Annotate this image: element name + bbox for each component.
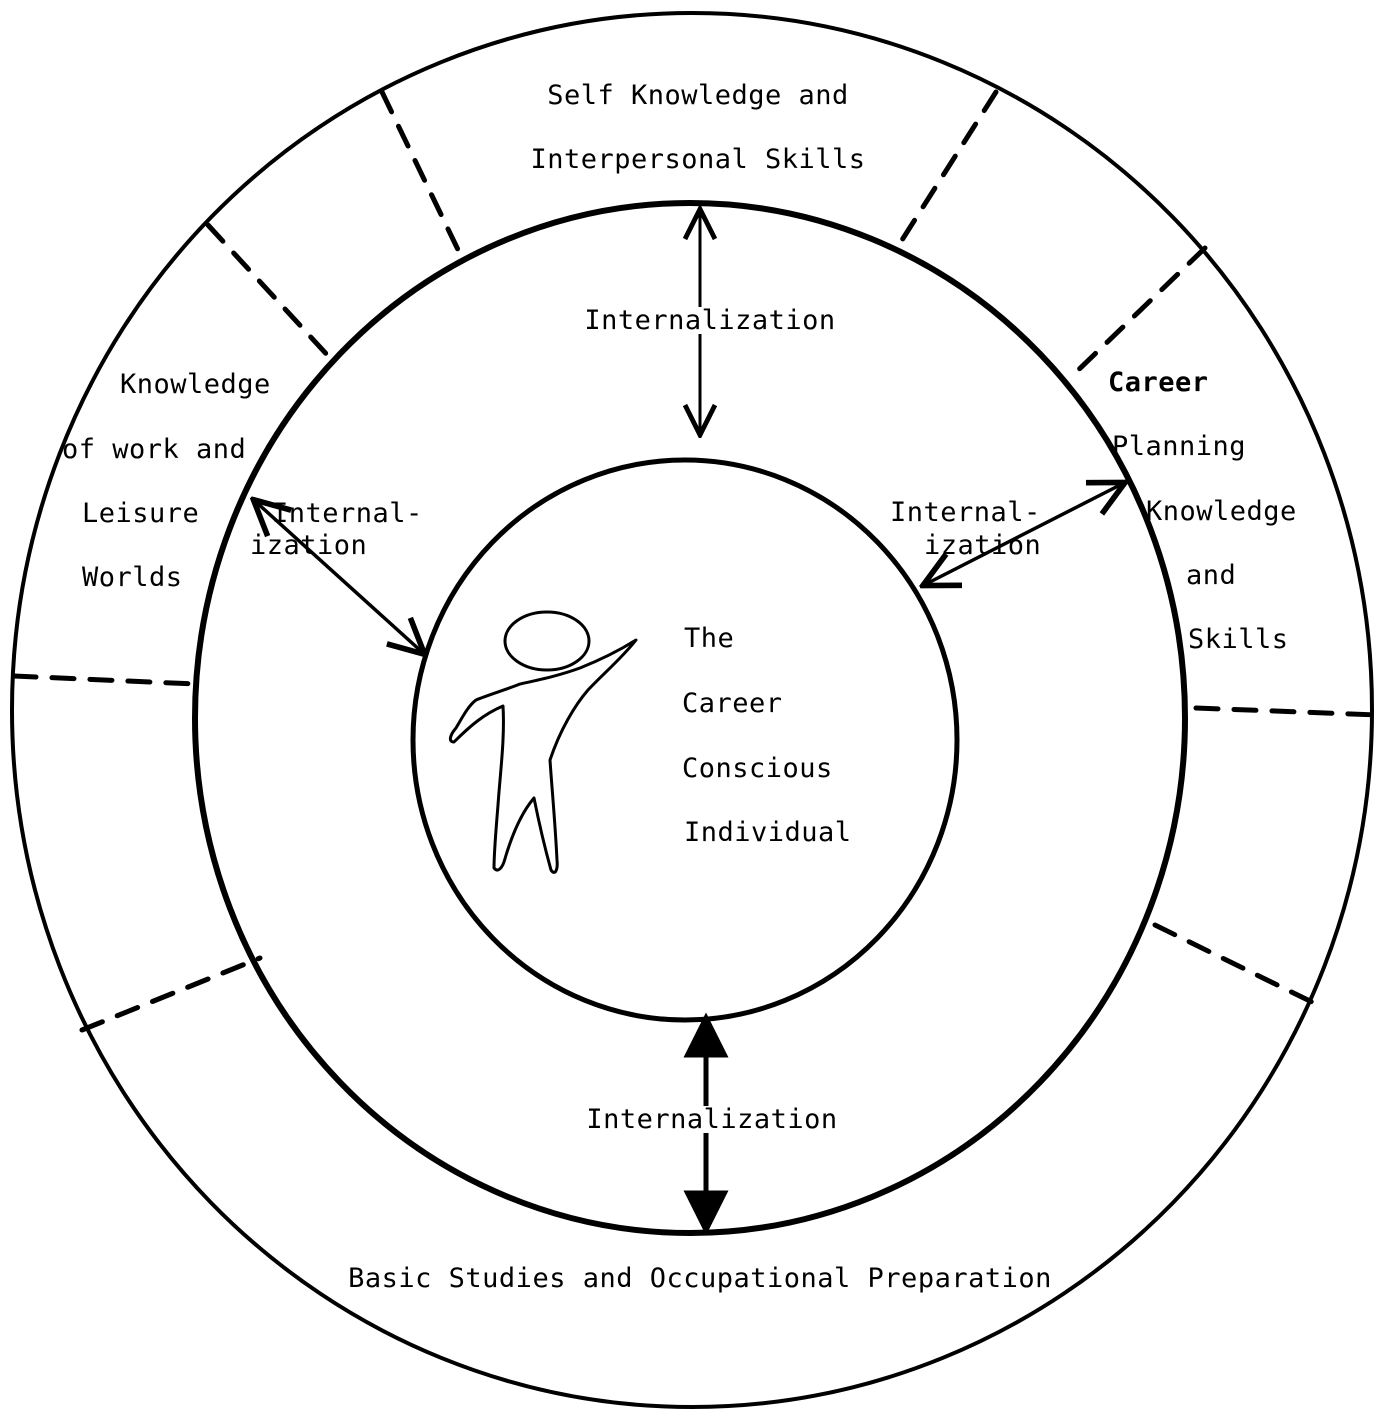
right-arrow-label-line1: Internal- bbox=[890, 497, 1041, 528]
top-segment-line2: Interpersonal Skills bbox=[530, 144, 866, 175]
left-arrow-label-line1: Internal- bbox=[272, 498, 423, 529]
left-segment-line1: Knowledge bbox=[120, 369, 271, 400]
top-segment-line1: Self Knowledge and bbox=[547, 80, 849, 111]
center-line3: Conscious bbox=[682, 753, 833, 784]
right-segment-line5: Skills bbox=[1188, 624, 1289, 655]
segment-dividers bbox=[11, 89, 1381, 1033]
left-segment-line2: of work and bbox=[62, 434, 247, 465]
outer-ring bbox=[10, 11, 1374, 1409]
center-line4: Individual bbox=[684, 817, 852, 848]
left-arrow-label-line2: ization bbox=[250, 530, 368, 561]
center-line1: The bbox=[684, 623, 735, 654]
left-segment-line3: Leisure bbox=[82, 498, 200, 529]
bottom-segment-line1: Basic Studies and Occupational Preparati… bbox=[348, 1263, 1052, 1294]
top-arrow-label: Internalization bbox=[584, 305, 836, 336]
left-arrow bbox=[256, 502, 422, 652]
person-figure bbox=[448, 610, 638, 874]
left-segment-line4: Worlds bbox=[82, 562, 183, 593]
center-line2: Career bbox=[682, 688, 783, 719]
inner-circle bbox=[410, 457, 960, 1023]
right-segment-line1: Career bbox=[1108, 367, 1209, 398]
bottom-arrow-label: Internalization bbox=[586, 1104, 838, 1135]
right-segment-line3: Knowledge bbox=[1146, 496, 1297, 527]
right-arrow bbox=[926, 484, 1122, 584]
right-arrow-label-line2: ization bbox=[924, 530, 1042, 561]
right-segment-line2: Planning bbox=[1112, 431, 1247, 462]
right-segment-line4: and bbox=[1186, 560, 1237, 591]
internalization-arrows bbox=[256, 212, 1122, 1236]
